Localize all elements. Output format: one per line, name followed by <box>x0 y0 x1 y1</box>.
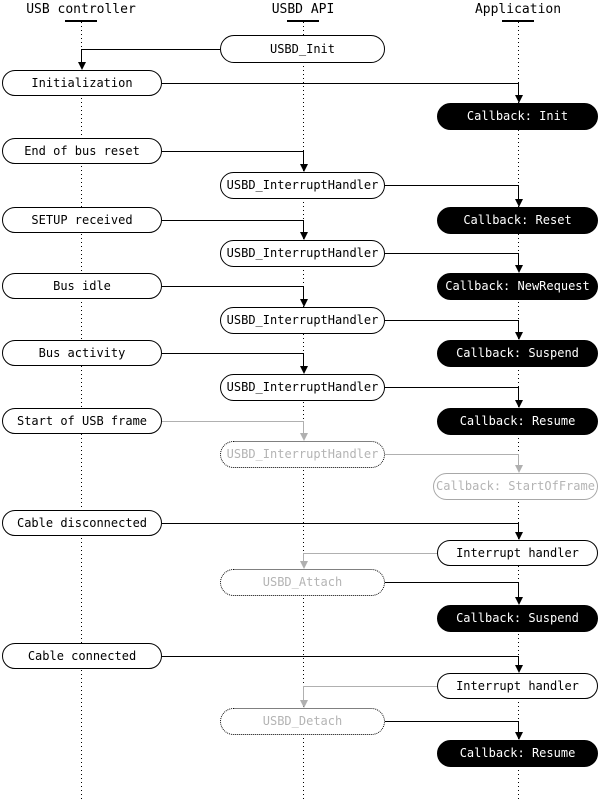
node-callback-newrequest: Callback: NewRequest <box>437 273 598 300</box>
connector-setup-received-to-usbd-interrupthandler-2-v <box>303 220 304 233</box>
lane-label-application: Application <box>474 2 562 17</box>
connector-usbd-attach-to-callback-suspend-2-h <box>385 582 518 583</box>
node-callback-suspend-1: Callback: Suspend <box>437 340 598 367</box>
node-bus-activity: Bus activity <box>2 340 162 366</box>
arrowhead-callback-init <box>514 95 523 103</box>
arrowhead-callback-newrequest <box>514 265 523 273</box>
connector-bus-activity-to-usbd-interrupthandler-4-h <box>162 353 303 354</box>
connector-usbd-attach-to-callback-suspend-2-v <box>518 582 519 598</box>
connector-start-of-usb-frame-to-usbd-interrupthandler-5-h <box>162 421 303 422</box>
lane-bar-usbd-api <box>287 20 319 22</box>
connector-usbd-interrupthandler-3-to-callback-suspend-1-v <box>518 320 519 333</box>
connector-cable-disconnected-to-interrupt-handler-1-h <box>162 523 518 524</box>
arrowhead-callback-reset <box>514 199 523 207</box>
connector-cable-disconnected-to-interrupt-handler-1-v <box>518 523 519 533</box>
node-callback-startofframe: Callback: StartOfFrame <box>433 473 598 500</box>
node-callback-suspend-2: Callback: Suspend <box>437 605 598 632</box>
arrowhead-initialization <box>77 62 86 70</box>
node-usbd-attach: USBD_Attach <box>220 569 385 596</box>
node-cable-connected: Cable connected <box>2 643 162 669</box>
node-end-of-bus-reset: End of bus reset <box>2 138 162 164</box>
node-callback-init: Callback: Init <box>437 103 598 130</box>
arrowhead-usbd-interrupthandler-4 <box>299 366 308 374</box>
connector-usbd-interrupthandler-1-to-callback-reset-v <box>518 185 519 200</box>
node-bus-idle: Bus idle <box>2 273 162 299</box>
connector-usbd-init-to-initialization-v <box>81 49 82 63</box>
connector-cable-connected-to-interrupt-handler-2-v <box>518 656 519 666</box>
node-usbd-interrupthandler-2: USBD_InterruptHandler <box>220 240 385 267</box>
connector-bus-activity-to-usbd-interrupthandler-4-v <box>303 353 304 367</box>
arrowhead-usbd-interrupthandler-5 <box>299 433 308 441</box>
connector-bus-idle-to-usbd-interrupthandler-3-h <box>162 286 303 287</box>
connector-usbd-init-to-initialization-h <box>81 49 220 50</box>
arrowhead-interrupt-handler-2 <box>514 665 523 673</box>
node-cable-disconnected: Cable disconnected <box>2 510 162 536</box>
connector-setup-received-to-usbd-interrupthandler-2-h <box>162 220 303 221</box>
connector-end-of-bus-reset-to-usbd-interrupthandler-1-v <box>303 151 304 165</box>
connector-usbd-detach-to-callback-resume-2-h <box>385 721 518 722</box>
lane-label-usb-controller: USB controller <box>26 2 136 17</box>
node-interrupt-handler-2: Interrupt handler <box>437 673 598 699</box>
connector-usbd-interrupthandler-3-to-callback-suspend-1-h <box>385 320 518 321</box>
node-start-of-usb-frame: Start of USB frame <box>2 408 162 434</box>
arrowhead-callback-startofframe <box>514 465 523 473</box>
arrowhead-usbd-interrupthandler-1 <box>299 164 308 172</box>
node-callback-reset: Callback: Reset <box>437 207 598 234</box>
node-setup-received: SETUP received <box>2 207 162 233</box>
lane-label-usbd-api: USBD API <box>271 2 335 17</box>
connector-initialization-to-callback-init-v <box>518 83 519 96</box>
connector-initialization-to-callback-init-h <box>162 83 518 84</box>
arrowhead-interrupt-handler-1 <box>514 532 523 540</box>
node-usbd-interrupthandler-5: USBD_InterruptHandler <box>220 441 385 468</box>
connector-interrupt-handler-2-to-usbd-detach-v <box>303 686 304 701</box>
arrowhead-usbd-interrupthandler-2 <box>299 232 308 240</box>
connector-bus-idle-to-usbd-interrupthandler-3-v <box>303 286 304 300</box>
arrowhead-usbd-interrupthandler-3 <box>299 299 308 307</box>
node-interrupt-handler-1: Interrupt handler <box>437 540 598 566</box>
arrowhead-usbd-detach <box>299 700 308 708</box>
lane-bar-usb-controller <box>65 20 97 22</box>
connector-interrupt-handler-1-to-usbd-attach-v <box>303 553 304 562</box>
connector-interrupt-handler-2-to-usbd-detach-h <box>303 686 437 687</box>
connector-usbd-interrupthandler-4-to-callback-resume-1-h <box>385 387 518 388</box>
connector-usbd-detach-to-callback-resume-2-v <box>518 721 519 733</box>
node-usbd-interrupthandler-1: USBD_InterruptHandler <box>220 172 385 199</box>
lifeline-usbd-api <box>303 22 304 800</box>
connector-usbd-interrupthandler-2-to-callback-newrequest-h <box>385 253 518 254</box>
connector-interrupt-handler-1-to-usbd-attach-h <box>303 553 437 554</box>
node-usbd-interrupthandler-3: USBD_InterruptHandler <box>220 307 385 334</box>
connector-usbd-interrupthandler-5-to-callback-startofframe-v <box>518 454 519 466</box>
arrowhead-callback-suspend-1 <box>514 332 523 340</box>
node-usbd-detach: USBD_Detach <box>220 708 385 735</box>
connector-usbd-interrupthandler-2-to-callback-newrequest-v <box>518 253 519 266</box>
arrowhead-callback-resume-1 <box>514 400 523 408</box>
connector-usbd-interrupthandler-1-to-callback-reset-h <box>385 185 518 186</box>
node-usbd-interrupthandler-4: USBD_InterruptHandler <box>220 374 385 401</box>
node-usbd-init: USBD_Init <box>220 35 385 63</box>
connector-start-of-usb-frame-to-usbd-interrupthandler-5-v <box>303 421 304 434</box>
node-initialization: Initialization <box>2 70 162 96</box>
node-callback-resume-2: Callback: Resume <box>437 740 598 767</box>
connector-cable-connected-to-interrupt-handler-2-h <box>162 656 518 657</box>
arrowhead-callback-suspend-2 <box>514 597 523 605</box>
arrowhead-usbd-attach <box>299 561 308 569</box>
arrowhead-callback-resume-2 <box>514 732 523 740</box>
lane-bar-application <box>502 20 534 22</box>
connector-usbd-interrupthandler-4-to-callback-resume-1-v <box>518 387 519 401</box>
connector-end-of-bus-reset-to-usbd-interrupthandler-1-h <box>162 151 303 152</box>
node-callback-resume-1: Callback: Resume <box>437 408 598 435</box>
connector-usbd-interrupthandler-5-to-callback-startofframe-h <box>385 454 518 455</box>
